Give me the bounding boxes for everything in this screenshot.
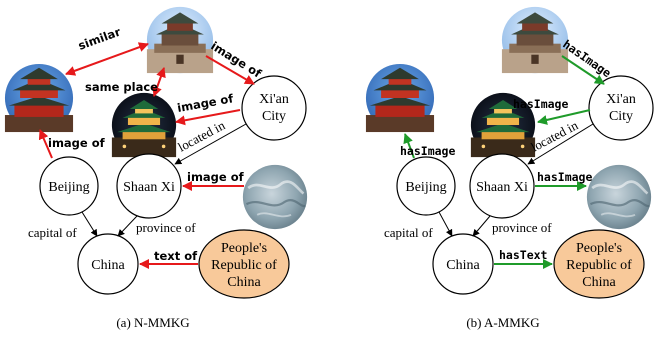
- terrain-map-photo: [586, 164, 652, 230]
- node-prc-line3: China: [582, 275, 616, 290]
- node-china: China: [77, 233, 139, 295]
- edge-located-in: [174, 123, 247, 165]
- edge-same-place: [152, 67, 166, 97]
- node-xian-line2: City: [262, 109, 286, 124]
- node-prc-line2: Republic of: [211, 258, 277, 273]
- node-shaanxi: Shaan Xi: [469, 153, 535, 219]
- node-xian: Xi'an City: [241, 75, 307, 141]
- node-beijing: Beijing: [39, 156, 99, 216]
- edge-hasimage-day: [561, 55, 605, 85]
- node-xian: Xi'an City: [588, 75, 654, 141]
- label-hastext: hasText: [499, 248, 548, 262]
- node-prc-line2: Republic of: [566, 258, 632, 273]
- edge-hasimage-drum: [403, 133, 415, 159]
- edge-capital-of: [438, 211, 453, 237]
- node-prc-line1: People's: [576, 241, 622, 256]
- label-province-of: province of: [492, 220, 552, 235]
- node-xian-line2: City: [609, 109, 633, 124]
- node-china-label: China: [91, 258, 125, 273]
- edge-hasimage-night: [537, 109, 591, 125]
- node-beijing: Beijing: [396, 156, 456, 216]
- caption-right: (b) A-MMKG: [466, 315, 539, 330]
- panel-nmmkg: Xi'an City Shaan Xi Beijing China People…: [4, 6, 308, 330]
- label-capital-of: capital of: [28, 225, 77, 240]
- terrain-map-photo: [242, 164, 308, 230]
- node-xian-line1: Xi'an: [606, 92, 636, 107]
- node-beijing-label: Beijing: [405, 180, 446, 195]
- edge-similar: [65, 42, 149, 76]
- node-xian-line1: Xi'an: [259, 92, 289, 107]
- bell-tower-day-photo: [146, 6, 214, 74]
- node-shaanxi: Shaan Xi: [116, 153, 182, 219]
- drum-tower-photo: [365, 63, 435, 133]
- node-china: China: [432, 233, 494, 295]
- node-prc-line1: People's: [221, 241, 267, 256]
- edge-province-of: [472, 215, 491, 237]
- node-beijing-label: Beijing: [48, 180, 89, 195]
- label-similar: similar: [76, 24, 123, 52]
- label-text-of: text of: [154, 249, 198, 263]
- edge-located-in: [527, 123, 594, 165]
- node-china-label: China: [446, 258, 480, 273]
- node-prc-line3: China: [227, 275, 261, 290]
- node-prc: People's Republic of China: [198, 229, 290, 299]
- node-shaanxi-label: Shaan Xi: [476, 180, 528, 195]
- panel-ammkg: Xi'an City Shaan Xi Beijing China People…: [365, 6, 654, 330]
- caption-left: (a) N-MMKG: [116, 315, 189, 330]
- bell-tower-night-photo: [111, 92, 177, 158]
- node-shaanxi-label: Shaan Xi: [123, 180, 175, 195]
- edge-image-of-beijing: [38, 129, 53, 159]
- label-hasimage-terrain: hasImage: [537, 170, 592, 184]
- label-image-of-beijing: image of: [48, 136, 106, 150]
- label-capital-of: capital of: [384, 225, 433, 240]
- drum-tower-photo: [4, 63, 74, 133]
- label-same-place: same place: [85, 80, 158, 94]
- label-hasimage-drum: hasImage: [400, 144, 455, 158]
- label-province-of: province of: [136, 220, 196, 235]
- label-hasimage-night: hasImage: [513, 97, 568, 111]
- edge-image-of-night: [175, 109, 241, 126]
- edge-capital-of: [81, 211, 98, 237]
- label-image-of-night: image of: [176, 91, 235, 115]
- bell-tower-day-photo: [501, 6, 569, 74]
- label-image-of-shaanxi: image of: [187, 170, 245, 184]
- edge-image-of-xian: [205, 55, 255, 85]
- edge-province-of: [117, 215, 138, 237]
- node-prc: People's Republic of China: [553, 229, 645, 299]
